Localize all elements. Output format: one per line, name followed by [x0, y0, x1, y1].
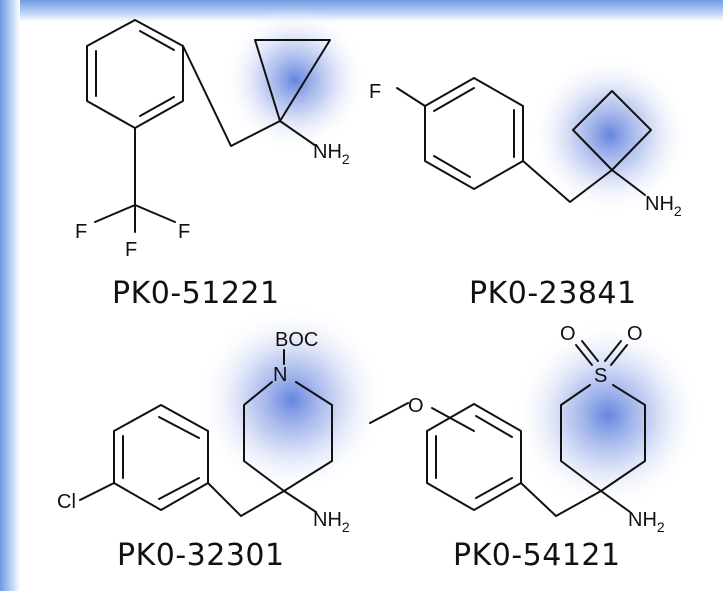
- amine-label-4: NH2: [628, 509, 665, 535]
- highlight-glow-1: [223, 8, 367, 152]
- chlorine-label-3: Cl: [57, 491, 76, 513]
- molecule-pk0-51221: [86, 19, 331, 233]
- amine-label-1: NH2: [313, 141, 350, 167]
- compound-id-3: PK0-32301: [117, 538, 285, 573]
- amine-label-2: NH2: [645, 193, 682, 219]
- boc-label-3: BOC: [275, 329, 318, 351]
- compound-id-4: PK0-54121: [453, 538, 621, 573]
- compound-id-1: PK0-51221: [112, 276, 280, 311]
- oxygen-label-4a: O: [560, 323, 576, 345]
- highlight-glow-2: [530, 55, 690, 215]
- molecule-pk0-54121: [369, 340, 646, 517]
- compound-id-2: PK0-23841: [469, 276, 637, 311]
- nitrogen-label-3: N: [273, 364, 287, 386]
- frame-top-border: [0, 0, 723, 22]
- frame-left-border: [0, 0, 20, 591]
- oxygen-label-4b: O: [627, 323, 643, 345]
- fluorine-label-1a: F: [75, 221, 87, 243]
- molecule-pk0-23841: [396, 77, 652, 203]
- sulfur-label-4: S: [594, 365, 607, 387]
- amine-label-3: NH2: [313, 509, 350, 535]
- molecule-pk0-32301: [79, 349, 333, 517]
- highlight-glow-4: [513, 320, 703, 510]
- oxygen-label-methoxy: O: [408, 395, 424, 417]
- fluorine-label-2: F: [369, 81, 381, 103]
- fluorine-label-1b: F: [178, 221, 190, 243]
- fluorine-label-1c: F: [125, 239, 137, 261]
